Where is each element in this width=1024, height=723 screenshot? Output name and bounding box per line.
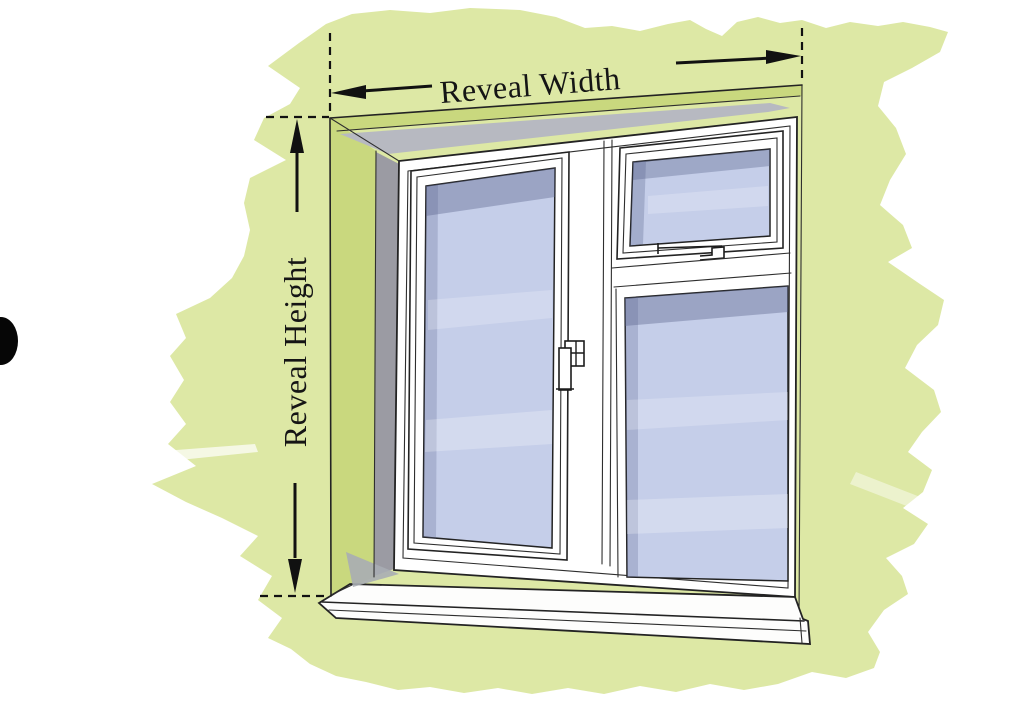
bottom-pane-frame-line — [615, 288, 619, 578]
glass-reflection — [425, 410, 552, 452]
reveal-head-shadow — [340, 103, 790, 154]
top-vent-glass-shade — [633, 149, 770, 180]
sill-lip-line — [328, 609, 807, 632]
top-vent-glass — [629, 148, 771, 247]
bottom-pane-glass-shade — [625, 286, 788, 326]
vent-latch — [657, 243, 725, 261]
reveal-jamb-inner-edge — [373, 150, 377, 578]
top-vent-inner-line — [622, 137, 778, 254]
reveal-left-edge — [329, 117, 332, 597]
bottom-pane-glass — [624, 285, 789, 582]
left-casement-glass — [422, 167, 556, 549]
sill-jamb-join — [330, 584, 353, 596]
top-vent-glass-shade-left — [630, 161, 646, 246]
reveal-top-edge — [329, 84, 803, 119]
mullion-line — [609, 139, 613, 567]
glass-reflection — [428, 290, 552, 330]
mullion-line — [601, 140, 605, 565]
brush-gap — [850, 472, 928, 512]
height-dimension-arrow-up — [290, 119, 304, 212]
edge-artifact — [0, 317, 18, 365]
left-casement-glass-shade-left — [423, 185, 438, 539]
height-dimension-label: Reveal Height — [277, 257, 313, 447]
reveal-head-inner-edge — [336, 95, 801, 132]
width-dimension-arrow-left — [331, 84, 433, 99]
transom-line — [611, 252, 791, 269]
window-handle — [556, 340, 585, 391]
sill-front-top-edge — [321, 601, 805, 622]
frame-inner-line — [402, 125, 791, 589]
reveal-jamb-shadow — [374, 152, 401, 576]
height-dimension-arrow-down — [288, 483, 302, 593]
reveal-jamb — [330, 118, 376, 596]
left-casement-glass-shade — [426, 168, 555, 216]
transom-line — [613, 272, 792, 288]
reveal-corner-diagonal — [329, 117, 400, 162]
glass-reflection — [648, 186, 768, 214]
left-casement-inner-line — [413, 157, 563, 555]
bottom-pane-glass-shade-left — [625, 297, 638, 577]
width-dimension-arrow-right — [675, 50, 801, 65]
sill-corner-shadow — [346, 552, 399, 587]
sill-end-cap — [799, 617, 803, 644]
glass-reflection — [627, 494, 788, 534]
glass-reflection — [627, 392, 788, 430]
reveal-head — [330, 85, 802, 131]
brush-gap — [150, 444, 258, 462]
window-sill — [317, 583, 811, 645]
frame-right-edge — [798, 84, 803, 619]
